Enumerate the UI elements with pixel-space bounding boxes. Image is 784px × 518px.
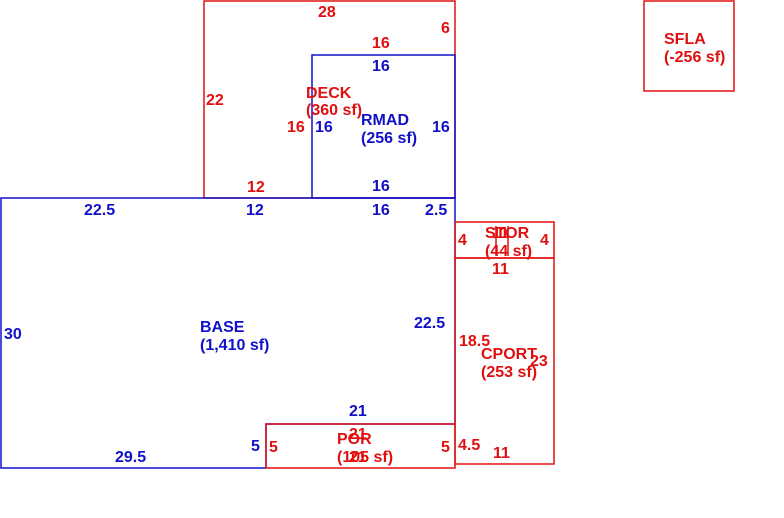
dimension-label: 11 bbox=[493, 445, 510, 462]
dimension-label: 16 bbox=[372, 58, 390, 75]
dimension-label: 12 bbox=[246, 202, 264, 219]
base-area: (1,410 sf) bbox=[200, 337, 269, 354]
stor-label: STOR bbox=[485, 225, 530, 242]
dimension-label: 5 bbox=[441, 439, 450, 456]
dimension-label: 23 bbox=[530, 353, 548, 370]
dimension-label: 16 bbox=[372, 35, 390, 52]
dimension-label: 16 bbox=[287, 119, 305, 136]
por-outline bbox=[265, 423, 456, 469]
dimension-label: 6 bbox=[441, 20, 450, 37]
dimension-label: 5 bbox=[269, 439, 278, 456]
dimension-label: 11 bbox=[492, 225, 509, 242]
dimension-label: 2.5 bbox=[425, 202, 447, 219]
dimension-label: 16 bbox=[372, 178, 390, 195]
dimension-label: 28 bbox=[318, 4, 336, 21]
dimension-label: 21 bbox=[349, 449, 367, 466]
dimension-label: 21 bbox=[349, 403, 367, 420]
stor-area: (44 sf) bbox=[485, 243, 532, 260]
dimension-label: 16 bbox=[372, 202, 390, 219]
dimension-label: 5 bbox=[251, 438, 260, 455]
por-label: POR bbox=[337, 431, 372, 448]
cport-outline bbox=[454, 257, 555, 465]
dimension-label: 16 bbox=[432, 119, 450, 136]
dimension-label: 4.5 bbox=[458, 437, 480, 454]
por-area: (105 sf) bbox=[337, 449, 393, 466]
dimension-label: 22.5 bbox=[84, 202, 115, 219]
dimension-label: 16 bbox=[315, 119, 333, 136]
dimension-label: 12 bbox=[247, 179, 265, 196]
cport-area: (253 sf) bbox=[481, 364, 537, 381]
base-label: BASE bbox=[200, 319, 245, 336]
dimension-label: 22.5 bbox=[414, 315, 445, 332]
dimension-label: 4 bbox=[458, 232, 467, 249]
dimension-label: 21 bbox=[349, 426, 367, 443]
rmad-area: (256 sf) bbox=[361, 130, 417, 147]
sfla-area: (-256 sf) bbox=[664, 49, 725, 66]
dimension-label: 18.5 bbox=[459, 333, 490, 350]
dimension-label: 29.5 bbox=[115, 449, 146, 466]
sfla-outline bbox=[643, 0, 735, 92]
deck-label: DECK bbox=[306, 85, 352, 102]
rmad-label: RMAD bbox=[361, 112, 409, 129]
sfla-label: SFLA bbox=[664, 31, 706, 48]
dimension-label: 22 bbox=[206, 92, 224, 109]
dimension-label: 11 bbox=[492, 261, 509, 278]
deck-area: (360 sf) bbox=[306, 102, 362, 119]
cport-label: CPORT bbox=[481, 346, 537, 363]
dimension-label: 30 bbox=[4, 326, 22, 343]
dimension-label: 4 bbox=[540, 232, 549, 249]
